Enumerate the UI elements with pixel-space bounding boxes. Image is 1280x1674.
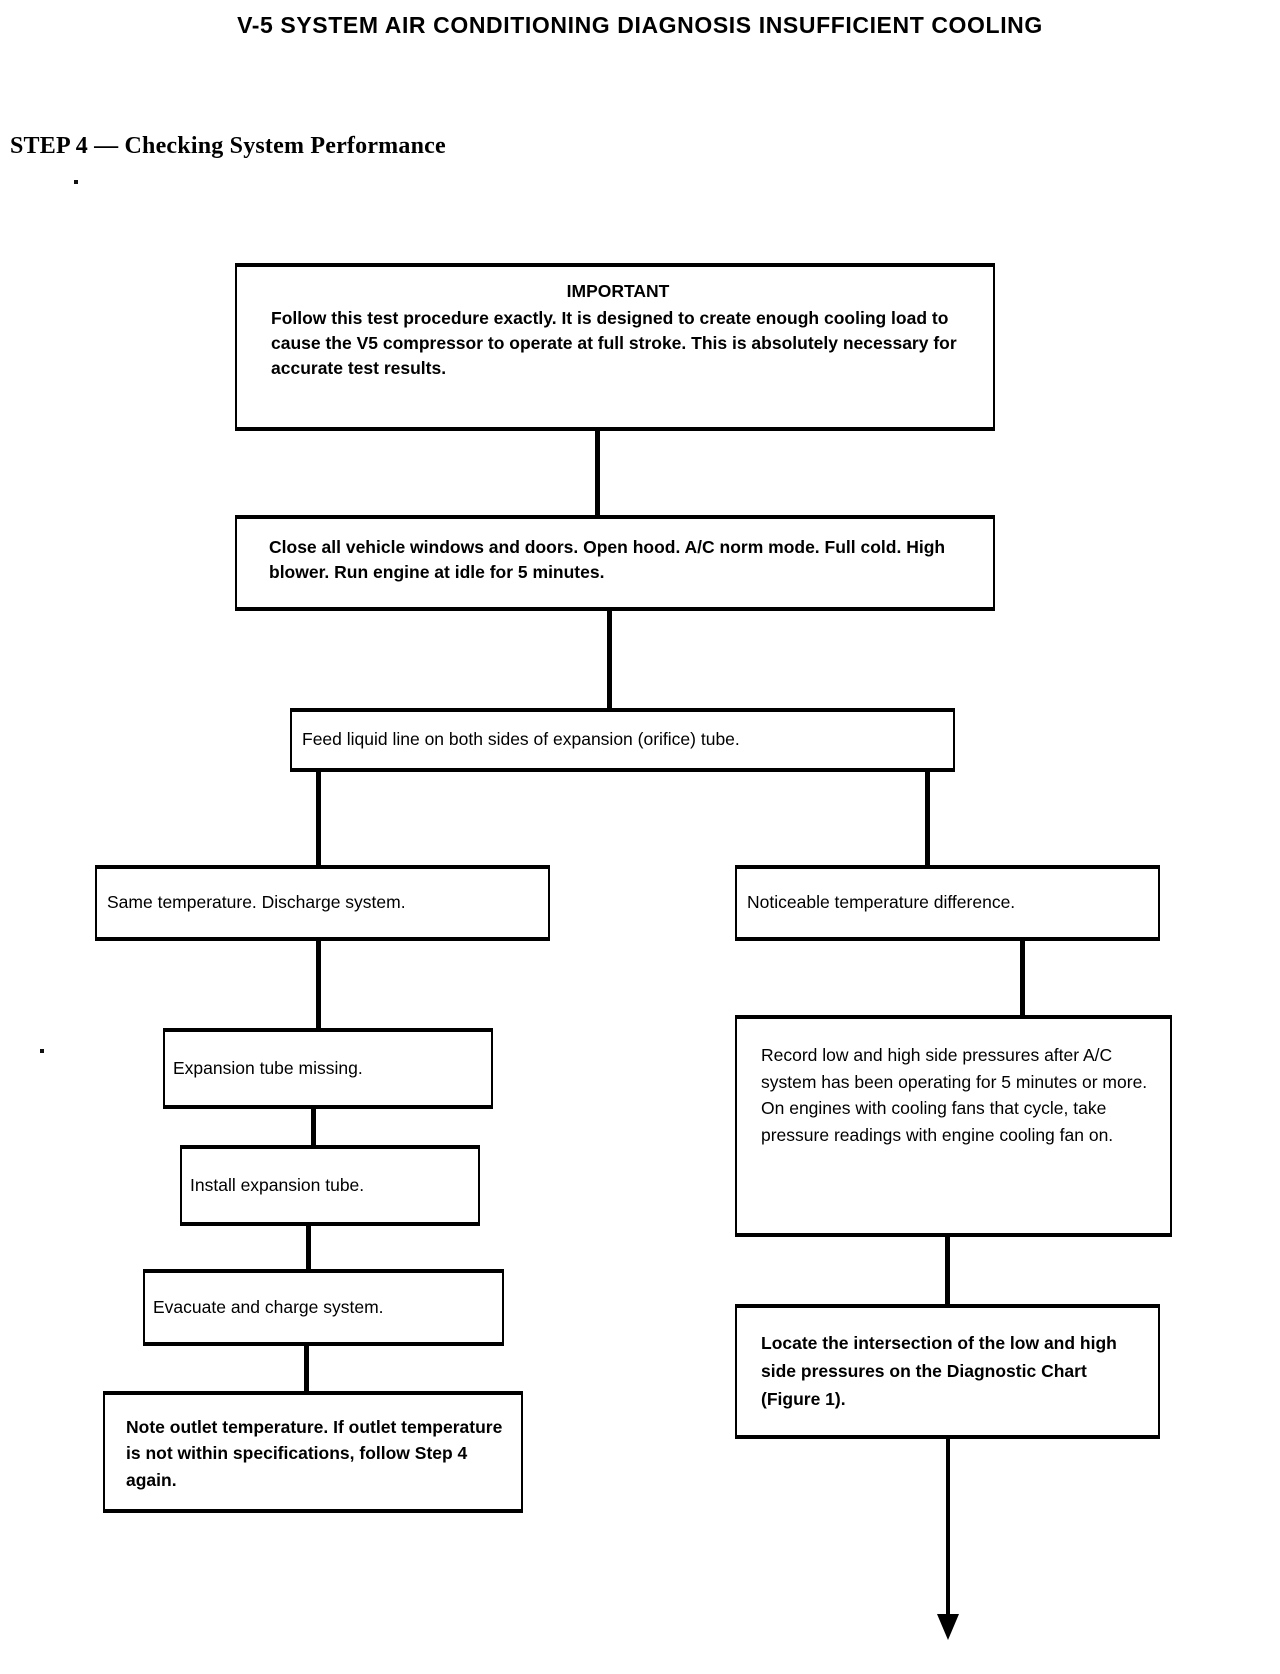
scan-speck <box>40 1049 44 1053</box>
connector-right-2 <box>945 1237 950 1304</box>
right-step-2-text: Locate the intersection of the low and h… <box>761 1333 1117 1409</box>
page-title: V-5 SYSTEM AIR CONDITIONING DIAGNOSIS IN… <box>237 12 1043 38</box>
feel-liquid-line-text: Feed liquid line on both sides of expans… <box>302 729 740 749</box>
left-step-install-expansion-tube: Install expansion tube. <box>180 1145 480 1226</box>
right-step-record-pressures: Record low and high side pressures after… <box>735 1015 1172 1237</box>
connector-right-exit <box>946 1439 950 1621</box>
connector-prepare-to-liquid-line <box>607 611 612 708</box>
step-heading: STEP 4 — Checking System Performance <box>10 133 446 159</box>
connector-liquid-line-to-left-branch <box>316 772 321 865</box>
left-step-note-outlet-temperature: Note outlet temperature. If outlet tempe… <box>103 1391 523 1513</box>
important-notice-box: IMPORTANT Follow this test procedure exa… <box>235 263 995 431</box>
feel-liquid-line-box: Feed liquid line on both sides of expans… <box>290 708 955 772</box>
left-branch-condition-box: Same temperature. Discharge system. <box>95 865 550 941</box>
connector-important-to-prepare <box>595 431 600 515</box>
important-body: Follow this test procedure exactly. It i… <box>271 307 957 378</box>
connector-left-4 <box>304 1346 309 1391</box>
connector-liquid-line-to-right-branch <box>925 772 930 865</box>
prepare-vehicle-text: Close all vehicle windows and doors. Ope… <box>269 537 946 582</box>
left-step-2-text: Install expansion tube. <box>190 1175 365 1195</box>
right-step-locate-intersection: Locate the intersection of the low and h… <box>735 1304 1160 1439</box>
connector-left-1 <box>316 941 321 1028</box>
left-branch-condition-text: Same temperature. Discharge system. <box>107 892 406 912</box>
important-heading: IMPORTANT <box>566 281 670 301</box>
left-step-4-text: Note outlet temperature. If outlet tempe… <box>126 1417 503 1490</box>
right-branch-condition-text: Noticeable temperature difference. <box>747 892 1016 912</box>
connector-left-3 <box>306 1226 311 1269</box>
left-step-1-text: Expansion tube missing. <box>173 1058 363 1078</box>
prepare-vehicle-box: Close all vehicle windows and doors. Ope… <box>235 515 995 611</box>
arrow-down-icon <box>937 1614 959 1640</box>
left-step-expansion-tube-missing: Expansion tube missing. <box>163 1028 493 1109</box>
scan-speck <box>74 180 78 184</box>
connector-left-2 <box>311 1109 316 1145</box>
right-step-1-text: Record low and high side pressures after… <box>761 1045 1148 1145</box>
left-step-evacuate-and-charge: Evacuate and charge system. <box>143 1269 504 1346</box>
left-step-3-text: Evacuate and charge system. <box>153 1297 384 1317</box>
connector-right-1 <box>1020 941 1025 1015</box>
right-branch-condition-box: Noticeable temperature difference. <box>735 865 1160 941</box>
